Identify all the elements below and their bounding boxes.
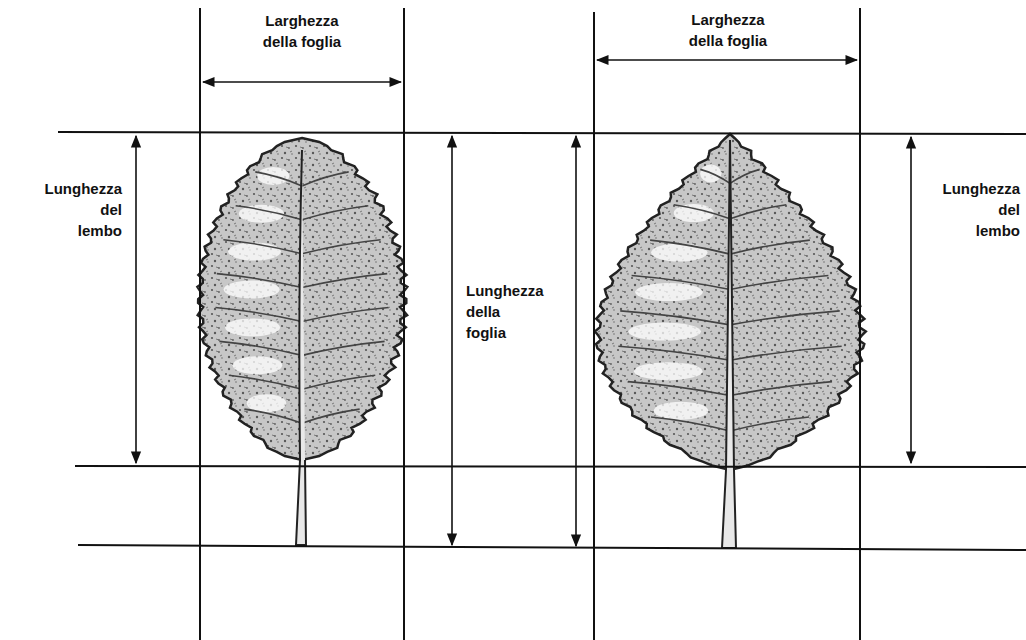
leaf-highlight <box>628 323 701 341</box>
leaf-vein <box>730 311 840 325</box>
leaf-vein <box>302 172 349 186</box>
leaf-vein <box>730 169 760 183</box>
length-label: Lunghezza della foglia <box>466 280 554 343</box>
leaf-vein <box>302 240 381 254</box>
width-label: Larghezza della foglia <box>678 9 778 51</box>
leaf-highlight <box>654 402 708 420</box>
leaf-highlight <box>634 362 703 380</box>
leaf-highlight <box>674 204 714 222</box>
leaf-vein <box>229 375 302 389</box>
leaf-vein <box>620 311 730 325</box>
leaf-vein <box>219 341 302 355</box>
leaf-highlight <box>225 318 280 336</box>
leaf-vein <box>302 375 375 389</box>
leaf-highlight <box>233 356 283 374</box>
left-petiole <box>296 150 306 545</box>
leaf-vein <box>700 169 730 183</box>
leaf-vein <box>255 172 302 186</box>
leaf-vein <box>217 274 302 288</box>
leaf-vein <box>651 417 730 431</box>
leaf-highlight <box>228 243 281 261</box>
leaf-vein <box>628 382 730 396</box>
leaf-vein <box>302 341 385 355</box>
length-label: Lunghezza del lembo <box>40 178 122 241</box>
leaf-vein <box>730 417 809 431</box>
leaf-highlight <box>247 394 286 412</box>
leaf-vein <box>215 307 302 321</box>
leaf-highlight <box>651 244 707 262</box>
leaf-vein <box>730 275 828 289</box>
leaf-vein <box>236 206 302 220</box>
leaf-vein <box>302 307 389 321</box>
leaf-vein <box>302 409 360 423</box>
dimension-arrows <box>136 60 911 546</box>
leaf-vein <box>730 240 810 254</box>
leaf-vein <box>302 274 387 288</box>
leaf-vein <box>223 240 302 254</box>
leaf-vein <box>618 346 730 360</box>
width-label: Larghezza della foglia <box>252 10 352 52</box>
leaf-vein <box>674 205 730 219</box>
leaf-vein <box>302 206 368 220</box>
leaf-vein <box>632 275 730 289</box>
leaf-vein <box>730 346 842 360</box>
leaf-vein <box>730 382 832 396</box>
leaf-vein <box>730 205 786 219</box>
leaf-vein <box>650 240 730 254</box>
leaf-highlight <box>635 283 703 301</box>
right-petiole <box>722 140 736 548</box>
length-label: Lunghezza del lembo <box>938 178 1020 241</box>
leaf-highlight <box>224 281 280 299</box>
grid-lines <box>58 8 1026 640</box>
leaf-vein <box>244 409 302 423</box>
